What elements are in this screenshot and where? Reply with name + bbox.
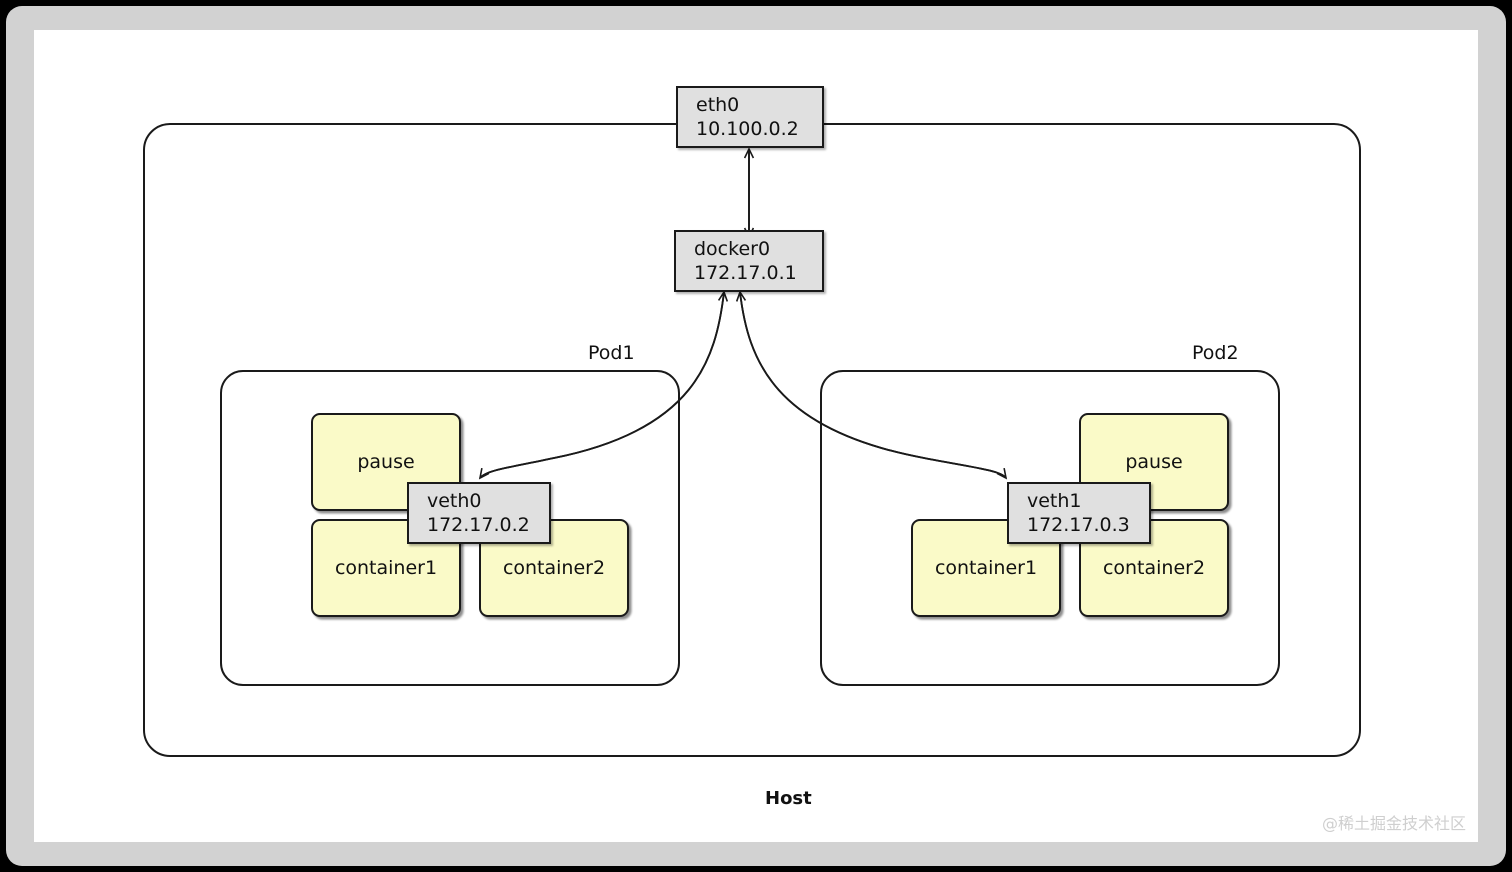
- veth0-ip: 172.17.0.2: [427, 514, 530, 536]
- docker0-name: docker0: [694, 237, 771, 260]
- edge-docker0-veth1: [739, 291, 1006, 478]
- docker0-interface-box[interactable]: docker0 172.17.0.1: [674, 230, 824, 292]
- eth0-interface-box[interactable]: eth0 10.100.0.2: [676, 86, 824, 148]
- pod2-pause-label: pause: [1125, 450, 1183, 473]
- pod1-container2-label: container2: [502, 556, 606, 579]
- pod2-label: Pod2: [1192, 342, 1239, 364]
- host-label: Host: [765, 788, 812, 809]
- veth1-name: veth1: [1027, 489, 1082, 512]
- pod1-pause-label: pause: [357, 450, 415, 473]
- pod2-container2-label: container2: [1102, 556, 1206, 579]
- pod2-boundary: [820, 370, 1280, 686]
- docker0-ip: 172.17.0.1: [694, 262, 797, 284]
- pod2-container1-box[interactable]: container1: [911, 519, 1061, 617]
- veth0-name: veth0: [427, 489, 482, 512]
- connector-layer: [143, 123, 1361, 757]
- pod2-pause-box[interactable]: pause: [1079, 413, 1229, 511]
- edge-docker0-veth0: [480, 291, 725, 478]
- veth1-ip: 172.17.0.3: [1027, 514, 1130, 536]
- veth1-interface-box[interactable]: veth1 172.17.0.3: [1007, 482, 1151, 544]
- eth0-ip: 10.100.0.2: [696, 118, 799, 140]
- eth0-name: eth0: [696, 93, 740, 116]
- edge-veth0-docker0: [479, 292, 724, 479]
- watermark: @稀土掘金技术社区: [1322, 814, 1467, 833]
- diagram-canvas: Pod1 Pod2 pause container1 container2 pa…: [34, 30, 1478, 842]
- pod1-boundary: [220, 370, 680, 686]
- edge-veth1-docker0: [740, 292, 1007, 479]
- pod1-label: Pod1: [588, 342, 635, 364]
- pod1-container1-label: container1: [334, 556, 438, 579]
- pod2-container1-label: container1: [934, 556, 1038, 579]
- veth0-interface-box[interactable]: veth0 172.17.0.2: [407, 482, 551, 544]
- pod1-container1-box[interactable]: container1: [311, 519, 461, 617]
